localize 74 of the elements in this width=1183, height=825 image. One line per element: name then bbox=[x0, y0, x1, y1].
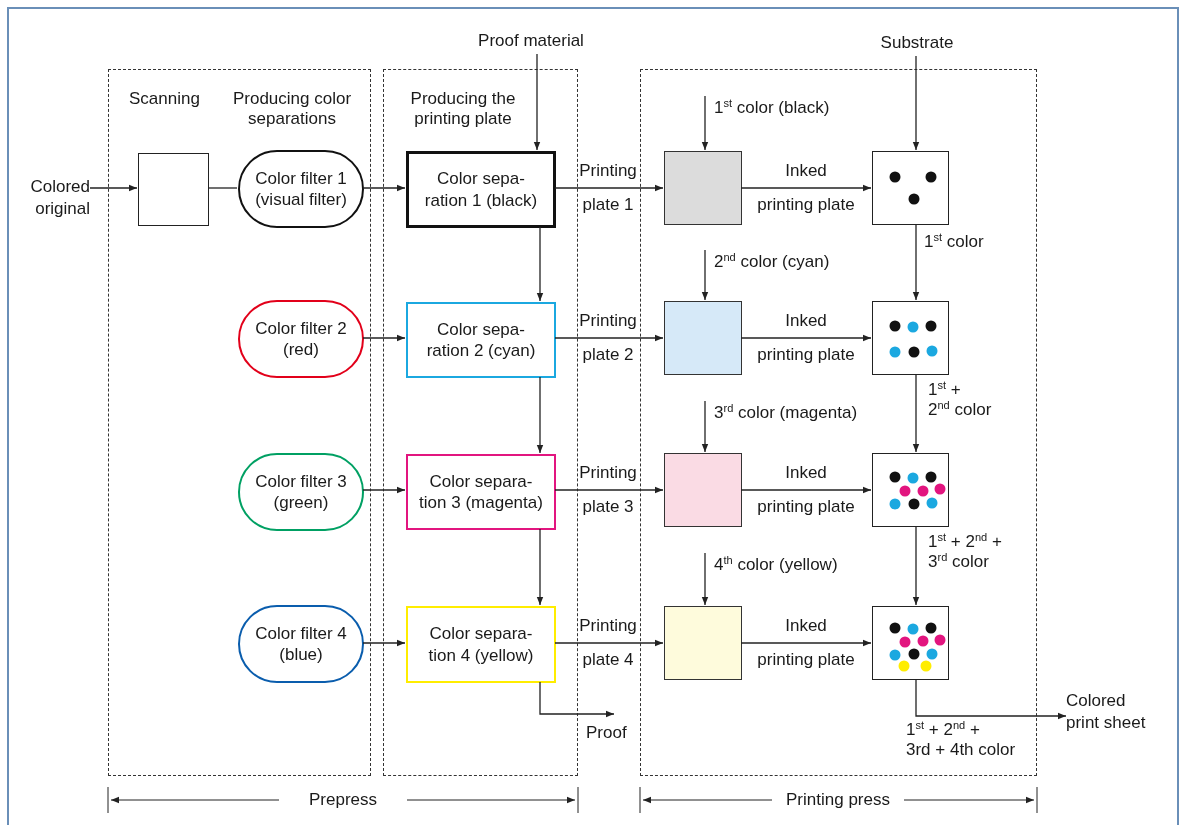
arrow bbox=[533, 53, 541, 151]
dashed-group-box bbox=[383, 69, 578, 776]
separation-box bbox=[406, 454, 556, 530]
edge-label: Printing plate 1 bbox=[579, 160, 637, 216]
arrow bbox=[701, 400, 709, 453]
separation-label: Color sepa- ration 1 (black) bbox=[423, 168, 539, 212]
arrow bbox=[740, 486, 872, 494]
dashed-group-box bbox=[108, 69, 371, 776]
edge-label: Inked printing plate bbox=[757, 615, 855, 671]
arrow bbox=[701, 552, 709, 606]
output-label: Proof bbox=[586, 714, 636, 744]
filter-label: Color filter 2 (red) bbox=[254, 317, 348, 361]
arrow bbox=[915, 678, 1067, 720]
arrow bbox=[536, 226, 544, 302]
ink-color-label: 2$^{nd}$ color (cyan) bbox=[706, 251, 866, 275]
edge-label: Inked printing plate bbox=[757, 462, 855, 518]
edge-label: Printing plate 3 bbox=[579, 462, 637, 518]
section-label: Prepress bbox=[309, 789, 377, 811]
separation-box bbox=[406, 151, 556, 228]
printing-plate bbox=[664, 151, 742, 225]
arrow bbox=[362, 334, 406, 342]
arrow bbox=[912, 223, 920, 301]
arrow bbox=[740, 639, 872, 647]
section-heading: Scanning bbox=[129, 89, 200, 110]
scanner-box bbox=[138, 153, 209, 226]
edge-label: 1$^{st}$ + 2$^{nd}$ + 3rd + 4th color bbox=[906, 720, 1016, 761]
section-heading: Producing color separations bbox=[231, 89, 353, 130]
edge-label: 1$^{st}$ color bbox=[924, 232, 984, 253]
arrow bbox=[536, 376, 544, 454]
arrow bbox=[701, 249, 709, 301]
filter-label: Color filter 4 (blue) bbox=[254, 622, 348, 666]
arrow bbox=[912, 525, 920, 606]
output-label: Colored print sheet bbox=[1066, 690, 1176, 738]
printing-plate bbox=[664, 606, 742, 680]
arrow bbox=[554, 334, 664, 342]
arrow bbox=[740, 184, 872, 192]
connector-line bbox=[207, 187, 238, 189]
filter-label: Color filter 3 (green) bbox=[254, 470, 348, 514]
arrow bbox=[554, 486, 664, 494]
printing-plate bbox=[664, 453, 742, 527]
arrow bbox=[912, 55, 920, 151]
arrow bbox=[362, 486, 406, 494]
separation-label: Color separa- tion 3 (magenta) bbox=[418, 470, 544, 514]
input-label: Proof material bbox=[466, 30, 596, 54]
arrow bbox=[554, 184, 664, 192]
section-heading: Producing the printing plate bbox=[409, 89, 517, 130]
separation-box bbox=[406, 302, 556, 378]
edge-label: Inked printing plate bbox=[757, 160, 855, 216]
arrow bbox=[89, 184, 138, 192]
arrow bbox=[912, 373, 920, 453]
printing-plate bbox=[664, 301, 742, 375]
input-label: Colored original bbox=[18, 176, 90, 224]
filter-label: Color filter 1 (visual filter) bbox=[254, 167, 348, 211]
separation-label: Color separa- tion 4 (yellow) bbox=[427, 623, 535, 667]
separation-box bbox=[406, 606, 556, 683]
ink-color-label: 3$^{rd}$ color (magenta) bbox=[706, 402, 886, 426]
arrow bbox=[554, 639, 664, 647]
arrow bbox=[362, 639, 406, 647]
arrow bbox=[362, 184, 406, 192]
arrow bbox=[701, 95, 709, 151]
separation-label: Color sepa- ration 2 (cyan) bbox=[425, 318, 537, 362]
edge-label: 1$^{st}$ + 2$^{nd}$ color bbox=[928, 380, 992, 421]
arrow bbox=[740, 334, 872, 342]
edge-label: Printing plate 4 bbox=[579, 615, 637, 671]
edge-label: 1$^{st}$ + 2$^{nd}$ + 3$^{rd}$ color bbox=[928, 532, 1002, 573]
section-label: Printing press bbox=[786, 789, 890, 811]
dashed-group-box bbox=[640, 69, 1037, 776]
arrow bbox=[539, 681, 615, 718]
edge-label: Inked printing plate bbox=[757, 310, 855, 366]
edge-label: Printing plate 2 bbox=[579, 310, 637, 366]
ink-color-label: 4$^{th}$ color (yellow) bbox=[706, 554, 876, 578]
arrow bbox=[536, 528, 544, 606]
input-label: Substrate bbox=[872, 32, 962, 56]
ink-color-label: 1$^{st}$ color (black) bbox=[706, 97, 866, 121]
